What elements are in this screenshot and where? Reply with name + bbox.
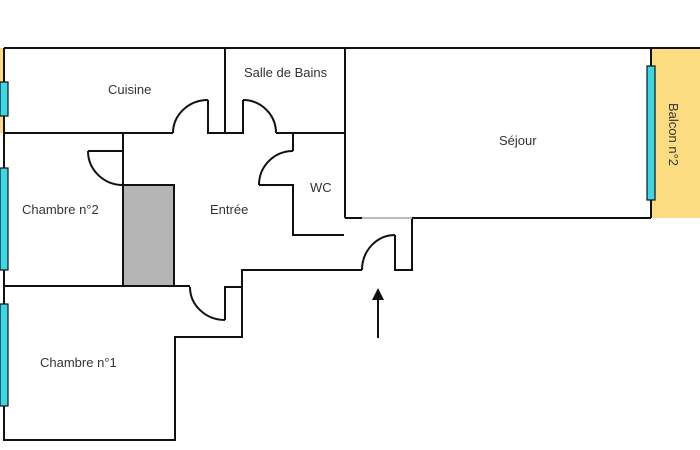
balcony-2: [651, 48, 700, 218]
room-label-wc: WC: [310, 180, 332, 195]
entrance-arrow-icon: [372, 288, 384, 338]
room-label-sejour: Séjour: [499, 133, 537, 148]
closet: [122, 184, 175, 287]
walls: [3, 47, 700, 441]
windows: [0, 65, 656, 407]
room-label-chambre-1: Chambre n°1: [40, 355, 117, 370]
room-label-entree: Entrée: [210, 202, 249, 217]
room-label-cuisine: Cuisine: [108, 82, 152, 97]
room-label-balcon: Balcon n°2: [666, 102, 682, 167]
room-label-salle-de-bains: Salle de Bains: [244, 65, 328, 80]
door-arcs: [87, 99, 396, 321]
room-label-chambre-2: Chambre n°2: [22, 202, 99, 217]
